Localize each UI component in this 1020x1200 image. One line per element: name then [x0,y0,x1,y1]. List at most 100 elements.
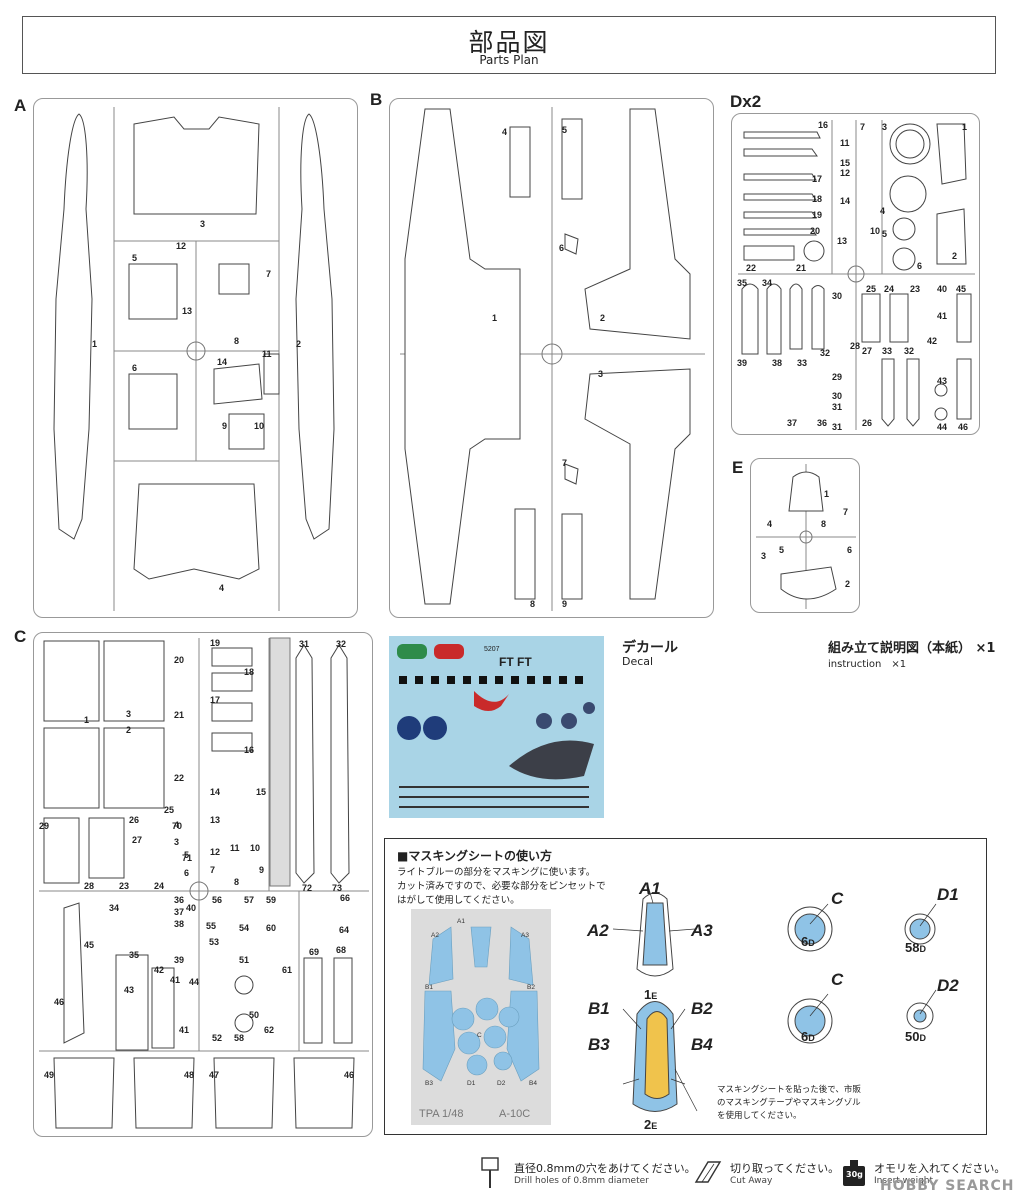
canopy-diagrams [612,888,698,1112]
svg-text:20: 20 [174,655,184,665]
svg-text:30: 30 [832,291,842,301]
svg-text:42: 42 [927,336,937,346]
svg-text:6: 6 [917,261,922,271]
wheel-part-c1: 6D [801,934,815,949]
svg-text:8: 8 [821,519,826,529]
decal-serial: 5207 [484,646,500,653]
part-label: 12 [176,241,186,251]
svg-text:38: 38 [174,919,184,929]
svg-text:50: 50 [249,1010,259,1020]
svg-text:5: 5 [184,850,189,860]
part-label: 6 [559,243,564,253]
svg-text:5: 5 [882,229,887,239]
svg-text:66: 66 [340,893,350,903]
svg-text:16: 16 [244,745,254,755]
svg-text:36: 36 [817,418,827,428]
part-label: 8 [234,336,239,346]
svg-text:60: 60 [266,923,276,933]
decal-subtitle: Decal [622,655,654,668]
svg-text:35: 35 [129,950,139,960]
svg-text:A3: A3 [521,932,529,939]
svg-text:17: 17 [210,695,220,705]
sprue-c-label: C [14,627,27,646]
instruction-subtitle: instruction ×1 [828,659,907,670]
wheel-label-d1: D1 [937,885,959,904]
svg-text:3: 3 [761,551,766,561]
svg-text:8: 8 [234,877,239,887]
svg-text:26: 26 [862,418,872,428]
drill-instruction-en: Drill holes of 0.8mm diameter [514,1176,649,1186]
svg-text:D1: D1 [467,1080,476,1087]
svg-text:34: 34 [109,903,119,913]
svg-text:70: 70 [172,821,182,831]
svg-text:55: 55 [206,921,216,931]
part-label: 14 [217,357,227,367]
label-b4: B4 [691,1035,713,1054]
svg-text:48: 48 [184,1070,194,1080]
svg-text:26: 26 [129,815,139,825]
svg-text:36: 36 [174,895,184,905]
svg-text:A2: A2 [431,932,439,939]
svg-text:38: 38 [772,358,782,368]
sheet-model: A-10C [499,1108,530,1120]
part-label: 8 [530,599,535,609]
svg-text:27: 27 [132,835,142,845]
part-label: 9 [562,599,567,609]
svg-text:A1: A1 [457,918,465,925]
svg-text:10: 10 [250,843,260,853]
svg-text:18: 18 [812,194,822,204]
svg-text:2: 2 [845,579,850,589]
svg-text:1: 1 [824,489,829,499]
svg-text:25: 25 [866,284,876,294]
label-b3: B3 [588,1035,610,1054]
svg-text:3: 3 [174,837,179,847]
svg-text:57: 57 [244,895,254,905]
svg-text:B4: B4 [529,1080,537,1087]
svg-text:43: 43 [124,985,134,995]
masking-section: ■マスキングシートの使い方 ライトブルーの部分をマスキングに使います。 カット済… [384,838,987,1135]
svg-text:19: 19 [812,210,822,220]
wheel-part-d1: 58D [905,940,926,955]
svg-text:37: 37 [787,418,797,428]
svg-text:B2: B2 [527,984,535,991]
svg-text:42: 42 [154,965,164,975]
svg-text:41: 41 [179,1025,189,1035]
part-label: 10 [254,421,264,431]
svg-text:41: 41 [170,975,180,985]
svg-text:29: 29 [39,821,49,831]
sprue-a-label: A [14,96,27,115]
weight-badge: 30g [846,1170,863,1179]
svg-text:33: 33 [797,358,807,368]
masking-desc-line: カット済みですので、必要な部分をピンセットで [397,881,606,892]
svg-text:2: 2 [952,251,957,261]
wheel-part-c2: 6D [801,1029,815,1044]
svg-text:46: 46 [54,997,64,1007]
svg-text:13: 13 [837,236,847,246]
svg-text:4: 4 [174,820,179,830]
part-label: 7 [562,458,567,468]
svg-text:53: 53 [209,937,219,947]
sprue-d-label: Dx2 [730,92,762,111]
svg-text:69: 69 [309,947,319,957]
svg-text:52: 52 [212,1033,222,1043]
svg-text:44: 44 [937,422,947,432]
knife-icon [694,1161,722,1183]
svg-text:58: 58 [234,1033,244,1043]
drill-instruction: 直径0.8mmの穴をあけてください。 [514,1162,696,1175]
svg-text:56: 56 [212,895,222,905]
decal-title: デカール [622,640,678,656]
svg-text:46: 46 [344,1070,354,1080]
svg-text:3: 3 [882,122,887,132]
svg-text:40: 40 [186,903,196,913]
part-label: 1 [492,313,497,323]
weight-instruction: オモリを入れてください。 [874,1162,1006,1175]
svg-text:7: 7 [843,507,848,517]
svg-text:44: 44 [189,977,199,987]
svg-text:23: 23 [119,881,129,891]
decal-sheet: FT FT 5207 [389,636,604,818]
svg-text:32: 32 [904,346,914,356]
